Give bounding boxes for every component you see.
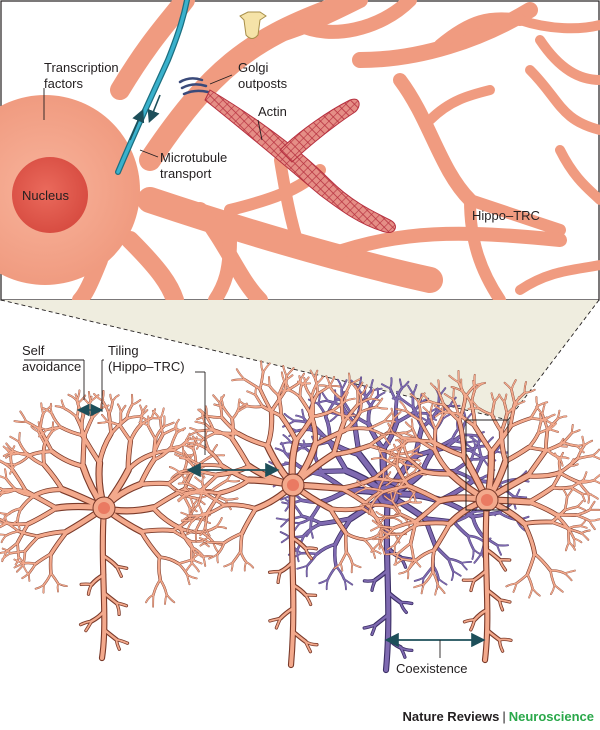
journal-name: Nature Reviews [402,709,500,724]
label-coexistence: Coexistence [396,661,468,676]
label-tiling-2: (Hippo–TRC) [108,359,185,374]
footer-separator: | [502,709,506,724]
bottom-labels: Self avoidance Tiling (Hippo–TRC) Coexis… [22,343,486,676]
label-golgi-1: Golgi [238,60,268,75]
inset-dendrites [72,0,600,309]
label-transcription-factors-1: Transcription [44,60,119,75]
label-microtubule-1: Microtubule [160,150,227,165]
spine-icon [239,11,267,39]
label-self-avoidance-1: Self [22,343,45,358]
label-transcription-factors-2: factors [44,76,84,91]
zoom-cone [1,300,599,420]
zoom-box [465,419,509,511]
actin-filament [204,89,396,234]
label-nucleus: Nucleus [22,188,69,203]
neuron-field [0,360,600,674]
zoom-inset: Transcription factors Nucleus Golgi outp… [0,0,600,309]
label-golgi-2: outposts [238,76,288,91]
golgi-outposts [178,77,210,96]
label-self-avoidance-2: avoidance [22,359,81,374]
neuron-right [354,370,600,664]
journal-subject: Neuroscience [508,709,594,724]
label-hippo-trc: Hippo–TRC [472,208,540,223]
neuron-left [0,389,241,662]
nucleus [12,157,88,233]
label-tiling-1: Tiling [108,343,139,358]
label-actin: Actin [258,104,287,119]
journal-footer: Nature Reviews|Neuroscience [403,709,594,724]
label-microtubule-2: transport [160,166,212,181]
